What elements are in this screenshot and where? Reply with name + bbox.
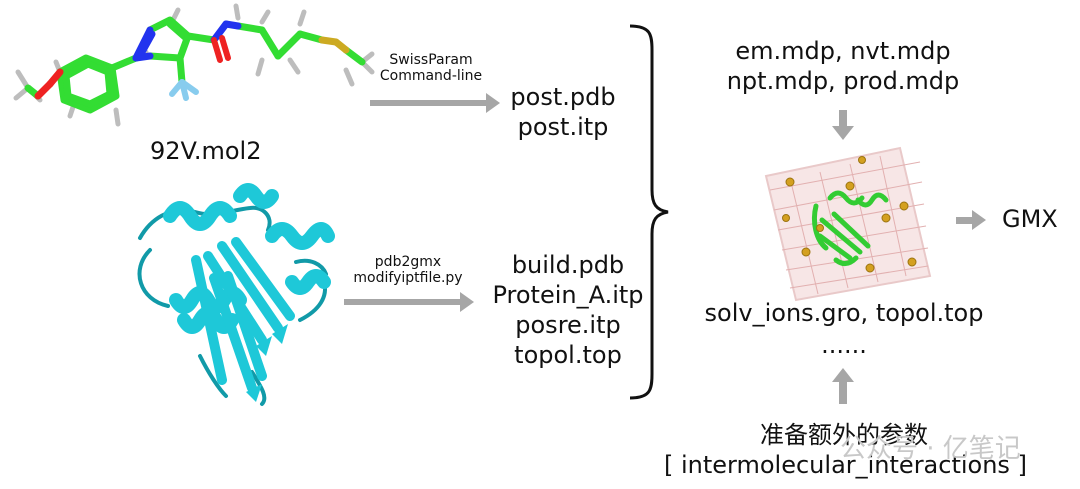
protein-output-files: build.pdb Protein_A.itp posre.itp topol.… — [478, 250, 658, 370]
ligand-name: 92V.mol2 — [150, 137, 262, 165]
ligand-tool-line-2: Command-line — [379, 68, 483, 85]
watermark: 公众号 · 亿笔记 — [840, 434, 1021, 464]
mdp-line-2: npt.mdp, prod.mdp — [726, 67, 960, 95]
protein-output-1: build.pdb — [511, 251, 625, 279]
extra-params: 准备额外的参数 [ intermolecular_interactions ] — [664, 420, 1027, 480]
ligand-output-files: post.pdb post.itp — [500, 82, 626, 142]
ligand-output-1: post.pdb — [510, 83, 616, 111]
protein-tool-line-2: modifyiptfile.py — [353, 270, 463, 287]
gmx-label: GMX — [1002, 205, 1058, 233]
protein-cartoon — [137, 183, 335, 406]
arrow-ligand-to-files — [370, 93, 500, 113]
ligand-tool-label: SwissParam Command-line — [376, 52, 486, 84]
protein-tool-label: pdb2gmx modifyiptfile.py — [340, 254, 476, 286]
arrow-mdp-down — [832, 110, 854, 140]
protein-tool-line-1: pdb2gmx — [374, 254, 442, 270]
mdp-line-1: em.mdp, nvt.mdp — [735, 37, 951, 65]
system-ellipsis: ...... — [821, 331, 867, 359]
right-brace — [629, 24, 669, 400]
extra-line-1: 准备额外的参数 — [760, 421, 928, 449]
protein-output-4: topol.top — [514, 341, 622, 369]
extra-line-2: [ intermolecular_interactions ] — [664, 451, 1027, 479]
arrow-to-gmx — [956, 210, 986, 230]
mdp-files: em.mdp, nvt.mdp npt.mdp, prod.mdp — [720, 36, 966, 96]
solvated-box — [764, 146, 932, 302]
arrow-extra-up — [832, 368, 854, 404]
protein-output-3: posre.itp — [515, 311, 621, 339]
ligand-molecule — [13, 3, 375, 127]
ligand-tool-line-1: SwissParam — [389, 52, 473, 68]
ligand-output-2: post.itp — [517, 113, 609, 141]
arrow-protein-to-files — [344, 292, 474, 312]
system-files: solv_ions.gro, topol.top — [704, 299, 984, 327]
protein-output-2: Protein_A.itp — [492, 281, 644, 309]
